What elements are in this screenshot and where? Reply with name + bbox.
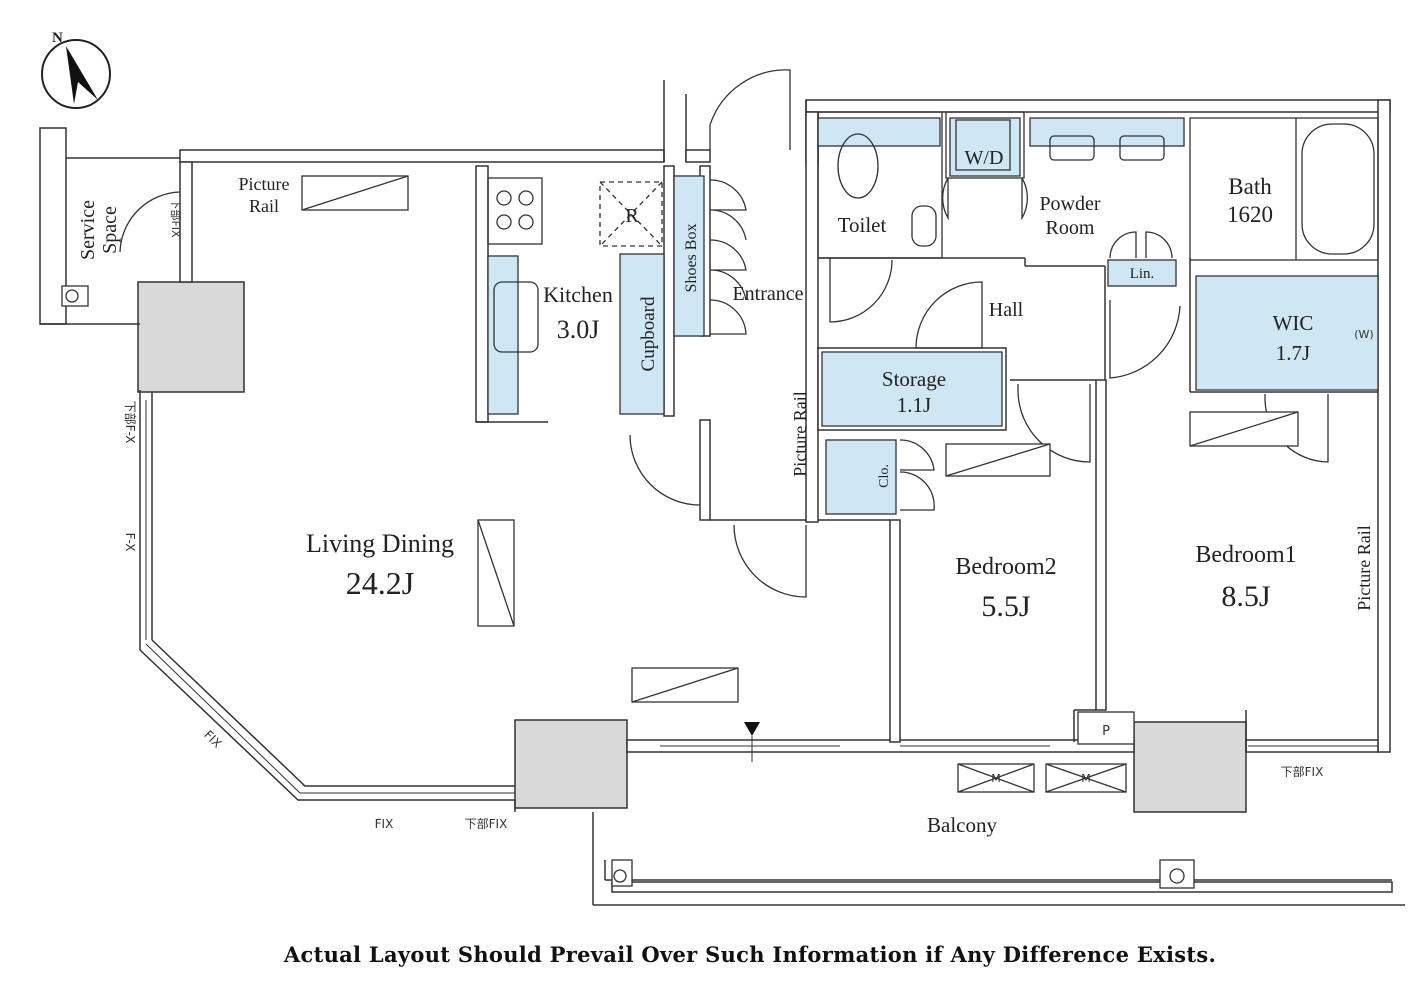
closet-box bbox=[825, 439, 897, 515]
bedroom1-name: Bedroom1 bbox=[1195, 542, 1296, 568]
sink-icon bbox=[493, 281, 539, 353]
lower-fix-label-left: 下部F-X bbox=[123, 401, 138, 444]
drain-icons bbox=[61, 285, 1195, 889]
bedroom2-name: Bedroom2 bbox=[955, 554, 1056, 580]
picture-rail-line1: Picture bbox=[239, 174, 290, 194]
storage-name: Storage bbox=[882, 367, 946, 391]
vanity-counter bbox=[1029, 117, 1185, 147]
bath-name: Bath bbox=[1228, 174, 1272, 199]
wet-area bbox=[817, 111, 1379, 261]
entrance-name: Entrance bbox=[732, 283, 803, 305]
closet-label: Clo. bbox=[877, 464, 892, 488]
refrigerator-space bbox=[599, 181, 663, 247]
service-line1: Service bbox=[77, 200, 99, 260]
bedroom2-size: 5.5J bbox=[981, 590, 1031, 623]
disclaimer-text: Actual Layout Should Prevail Over Such I… bbox=[283, 942, 1217, 967]
wic-name: WIC bbox=[1273, 311, 1314, 335]
pipe-space-label: P bbox=[1102, 724, 1110, 739]
toilet-name: Toilet bbox=[838, 213, 887, 237]
door-swings bbox=[119, 69, 1329, 598]
picture-rail-line2: Rail bbox=[249, 196, 279, 216]
wic-size: 1.7J bbox=[1276, 341, 1310, 365]
wic-box bbox=[1195, 275, 1379, 391]
shoes-box bbox=[673, 175, 705, 337]
living-name: Living Dining bbox=[306, 529, 454, 558]
service-line2: Space bbox=[99, 206, 121, 254]
meter-label-1: M bbox=[991, 772, 1001, 785]
shoes-box-label: Shoes Box bbox=[683, 224, 700, 293]
fixture-labels: Picture Rail Picture Rail Picture Rail C… bbox=[239, 147, 1375, 785]
hall-name: Hall bbox=[989, 299, 1024, 321]
balcony-name: Balcony bbox=[927, 813, 997, 837]
storage-box bbox=[821, 351, 1003, 427]
room-labels: Living Dining 24.2J Kitchen 3.0J Bedroom… bbox=[77, 174, 1313, 837]
washer-dryer-label: W/D bbox=[965, 147, 1004, 169]
washer-area bbox=[949, 117, 1021, 177]
wic-w-label: (W) bbox=[1354, 328, 1373, 341]
powder-line1: Powder bbox=[1039, 193, 1100, 215]
north-label: N bbox=[52, 30, 63, 46]
linen-label: Lin. bbox=[1130, 266, 1155, 282]
fix-label-diagonal: FIX bbox=[201, 728, 224, 751]
entrance-marker-icon bbox=[744, 722, 760, 736]
picture-rail-hall: Picture Rail bbox=[790, 391, 810, 476]
kitchen-counter bbox=[487, 255, 519, 415]
refrigerator-label: R bbox=[625, 205, 639, 227]
windows bbox=[145, 400, 1378, 794]
kitchen-name: Kitchen bbox=[543, 282, 613, 307]
living-size: 24.2J bbox=[346, 565, 414, 601]
lower-fix-label-bedroom: 下部FIX bbox=[1281, 764, 1324, 779]
lower-fix-label-service: 下部FIX bbox=[169, 198, 183, 238]
bedroom1-size: 8.5J bbox=[1221, 580, 1271, 613]
bath-size: 1620 bbox=[1227, 202, 1273, 227]
kitchen-fixtures bbox=[487, 177, 663, 353]
storage-size: 1.1J bbox=[897, 393, 931, 417]
meter-label-2: M bbox=[1081, 772, 1091, 785]
cupboard-box bbox=[619, 253, 665, 415]
cupboard-label: Cupboard bbox=[638, 296, 659, 371]
kitchen-size: 3.0J bbox=[557, 315, 600, 344]
picture-rail-bedroom1: Picture Rail bbox=[1354, 525, 1374, 610]
toilet-counter bbox=[817, 117, 941, 147]
linen-box bbox=[1107, 259, 1177, 287]
structural-columns bbox=[137, 281, 1247, 813]
fix-label-bottom: FIX bbox=[375, 817, 394, 831]
fix-label-left: F-X bbox=[123, 533, 137, 552]
meter-boxes bbox=[957, 711, 1135, 793]
light-fixtures bbox=[301, 175, 1299, 703]
lower-fix-label-living: 下部FIX bbox=[465, 816, 508, 831]
cooktop-icon bbox=[487, 177, 543, 245]
storage-fills bbox=[487, 117, 1379, 515]
north-compass-icon: N bbox=[41, 30, 111, 109]
powder-line2: Room bbox=[1046, 217, 1095, 239]
